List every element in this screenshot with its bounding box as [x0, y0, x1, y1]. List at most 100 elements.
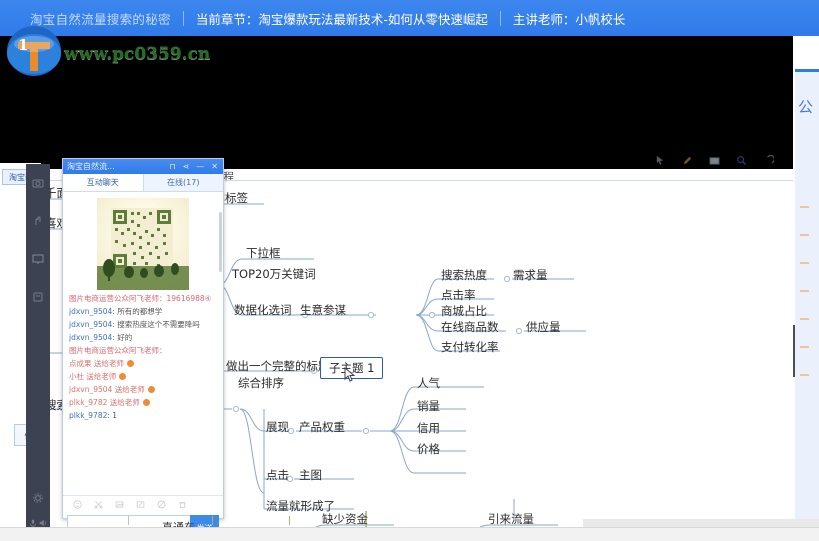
node-dianji[interactable]: 点击: [266, 468, 289, 482]
right-panel-item[interactable]: [800, 346, 809, 348]
trash-icon[interactable]: [178, 500, 187, 509]
share-icon[interactable]: ⋖: [182, 161, 190, 171]
image-icon[interactable]: [115, 500, 124, 509]
right-panel-item[interactable]: [800, 318, 809, 320]
node-sousuo-redu[interactable]: 搜索热度: [441, 268, 487, 282]
chat-message: jdxvn_9504: 所有的都想学: [63, 303, 223, 316]
chat-message-text: 小杜 送给老师: [69, 372, 117, 381]
vtool-bottom-group[interactable]: [26, 479, 50, 529]
node-shujuhua-xuanci[interactable]: 数据化选词: [234, 303, 292, 317]
camera-icon[interactable]: [32, 177, 44, 189]
right-panel-item[interactable]: [800, 374, 809, 376]
topbar-divider-1: [182, 10, 184, 26]
chat-message: 图片电商运营公众阿飞老师：: [63, 342, 223, 355]
node-xialakuang[interactable]: 下拉框: [246, 246, 281, 260]
presentation-icon[interactable]: [32, 253, 44, 265]
bottom-status-strip: [0, 527, 819, 541]
cursor-icon[interactable]: [655, 155, 666, 166]
video-area: [0, 36, 793, 169]
right-panel-item[interactable]: [800, 290, 809, 292]
timeline-tick: [128, 516, 129, 525]
vertical-tool-rail[interactable]: [26, 164, 50, 533]
right-panel-items[interactable]: [800, 180, 818, 520]
vtool-slot[interactable]: [26, 240, 50, 278]
chat-window-title: 淘宝自然流...: [67, 162, 115, 171]
vtool-slot[interactable]: [26, 479, 50, 517]
chat-gift-message: jdxvn_9504 送给老师: [63, 381, 223, 394]
timeline-tick: [212, 516, 213, 525]
whiteboard-icon[interactable]: [709, 155, 720, 166]
chat-titlebar[interactable]: 淘宝自然流... ⊓ ⋖ — ✕: [63, 159, 223, 174]
node-xuqiuliang[interactable]: 需求量: [513, 268, 548, 282]
node-liuliang-jiuxingchengle[interactable]: 流量就形成了: [266, 499, 335, 513]
node-shangcheng-zhanbi[interactable]: 商城占比: [441, 304, 487, 318]
chat-scrollbar[interactable]: [219, 212, 222, 272]
right-panel-item[interactable]: [800, 206, 809, 208]
tab-interactive-chat[interactable]: 互动聊天: [63, 174, 144, 191]
chat-message-sender: plkk_9782:: [69, 411, 110, 420]
current-chapter-label: 当前章节：淘宝爆款玩法最新技术-如何从零快速崛起: [195, 11, 488, 27]
node-zuo-wanzheng-biaoti[interactable]: 做出一个完整的标题: [226, 359, 330, 373]
node-zhifu-zhuanhualv[interactable]: 支付转化率: [441, 340, 499, 354]
undo-icon[interactable]: [763, 154, 774, 166]
chat-message-text: 点成果 送给老师: [69, 359, 124, 368]
note-icon[interactable]: [32, 291, 44, 303]
node-zhutu[interactable]: 主图: [299, 468, 322, 482]
right-panel-title: 公: [798, 98, 814, 116]
right-panel-accent: [795, 69, 819, 72]
node-zaixian-shangpinshu[interactable]: 在线商品数: [441, 320, 499, 334]
block-icon[interactable]: [157, 500, 166, 509]
node-queshao-zijin[interactable]: 缺少资金: [322, 512, 368, 526]
tab-online-count[interactable]: 在线(17): [167, 178, 200, 187]
chat-message-text: jdxvn_9504 送给老师: [69, 385, 145, 394]
node-zhanxian[interactable]: 展现: [266, 420, 289, 434]
gear-icon[interactable]: [32, 492, 44, 504]
chat-message: 图片电商运营公众阿飞老师：19616988④: [63, 290, 223, 303]
vtool-slot[interactable]: [26, 202, 50, 240]
chat-toolbar[interactable]: [63, 495, 223, 513]
node-renqi[interactable]: 人气: [417, 376, 440, 390]
mindmap-divider: [14, 180, 793, 181]
qr-code-image: [97, 198, 189, 290]
player-controls[interactable]: [655, 152, 785, 168]
node-chanpin-quanzhong[interactable]: 产品权重: [299, 420, 345, 434]
node-selected-subtopic[interactable]: 子主题 1: [320, 357, 384, 379]
chat-message: plkk_9782: 1: [63, 407, 223, 420]
chat-message-list[interactable]: 图片电商运营公众阿飞老师：19616988④ jdxvn_9504: 所有的都想…: [63, 192, 223, 495]
flower-icon: [119, 373, 127, 380]
node-xiaoliang[interactable]: 销量: [417, 399, 440, 413]
minimize-icon[interactable]: —: [196, 161, 205, 171]
chat-message-sender: jdxvn_9504:: [69, 320, 115, 329]
chat-tab-bar[interactable]: 互动聊天 在线(17): [63, 174, 223, 192]
zoom-icon[interactable]: [736, 155, 747, 166]
node-jiage[interactable]: 价格: [417, 442, 440, 456]
right-panel-item[interactable]: [800, 234, 809, 236]
chat-message-text: 好的: [117, 333, 133, 342]
hand-icon[interactable]: [32, 215, 44, 227]
speaker-icon[interactable]: [38, 517, 48, 529]
node-zonghe-paixu[interactable]: 综合排序: [238, 376, 284, 390]
node-shengyi-canmou[interactable]: 生意参谋: [300, 303, 346, 317]
chat-message: jdxvn_9504: 搜索热度这个不需要降吗: [63, 316, 223, 329]
chat-message-text: plkk_9782 送给老师: [69, 398, 140, 407]
node-dianjilv[interactable]: 点击率: [441, 288, 476, 302]
mic-icon[interactable]: [28, 517, 38, 529]
node-top20-keyword[interactable]: TOP20万关键词: [232, 267, 316, 281]
right-panel-item[interactable]: [800, 262, 809, 264]
edit-icon[interactable]: [136, 500, 145, 509]
chat-message-sender: jdxvn_9504:: [69, 307, 115, 316]
node-xinyong[interactable]: 信用: [417, 421, 440, 435]
vtool-slot[interactable]: [26, 278, 50, 316]
pin-icon[interactable]: ⊓: [169, 161, 176, 171]
video-right-gap: [793, 36, 819, 69]
emoji-icon[interactable]: [73, 500, 82, 509]
node-yinlai-liuliang[interactable]: 引来流量: [488, 512, 534, 526]
scissors-icon[interactable]: [94, 500, 103, 509]
tree-decor-icon: [103, 259, 179, 281]
pen-icon[interactable]: [682, 155, 693, 166]
close-icon[interactable]: ✕: [211, 161, 218, 171]
chat-window[interactable]: 淘宝自然流... ⊓ ⋖ — ✕ 互动聊天 在线(17): [62, 158, 224, 541]
vtool-slot[interactable]: [26, 164, 50, 202]
node-gongyingliang[interactable]: 供应量: [526, 320, 561, 334]
chat-message-text: 搜索热度这个不需要降吗: [117, 320, 200, 329]
